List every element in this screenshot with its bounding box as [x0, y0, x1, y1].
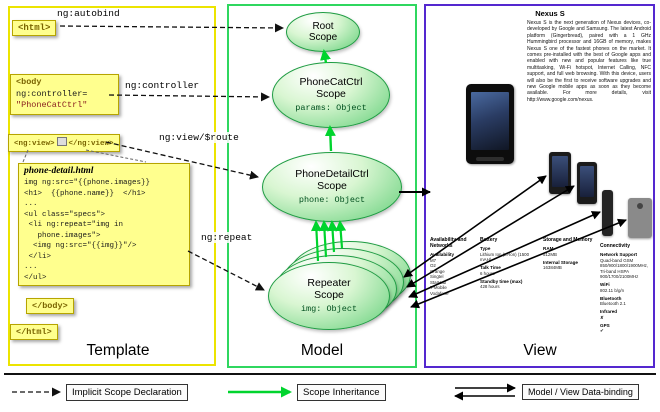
legend-separator — [4, 373, 656, 375]
code-box-html-close: </html> — [10, 324, 58, 340]
spec-header: Battery — [480, 237, 498, 243]
spec-header: Storage and Memory — [543, 237, 593, 243]
view-placeholder-icon — [56, 137, 67, 146]
ng-view-close-tag: </ng:view> — [68, 140, 114, 148]
phone-description: Nexus S is the next generation of Nexus … — [527, 20, 651, 103]
scope-repeater: Repeater Scope img: Object — [268, 262, 390, 330]
body-controller-value: "PhoneCatCtrl" — [16, 100, 88, 110]
code-line: <ul class="specs"> — [24, 210, 106, 219]
scope-root-title: Root Scope — [308, 20, 338, 43]
scope-phonecatctrl-title: PhoneCatCtrl Scope — [299, 75, 363, 100]
html-close-tag: </html> — [16, 327, 52, 337]
scope-phonedetailctrl-title: PhoneDetailCtrl Scope — [295, 167, 369, 192]
spec-value: Bluetooth 2.1 — [600, 301, 626, 307]
spec-value: 16384MB — [543, 265, 562, 271]
phone-main-image — [466, 84, 514, 164]
spec-value: ✔ — [600, 328, 604, 334]
body-open-tag: <body — [16, 77, 42, 87]
scope-root: Root Scope — [286, 12, 360, 52]
html-open-tag: <html> — [18, 23, 51, 33]
body-close-tag: </body> — [32, 301, 68, 311]
scope-phonecatctrl: PhoneCatCtrl Scope params: Object — [272, 62, 390, 128]
phone-thumbnail-4 — [628, 198, 652, 238]
spec-header: Connectivity — [600, 243, 631, 249]
phone-thumbnail-2 — [577, 162, 597, 204]
phone-page-title: Nexus S — [535, 9, 565, 18]
code-box-body-close: </body> — [26, 298, 74, 314]
code-line: ... — [24, 200, 38, 208]
spec-value: 6 hours — [480, 270, 495, 276]
body-controller-attr: ng:controller= — [16, 88, 88, 99]
spec-value: ✘ — [600, 314, 604, 320]
code-box-ng-view: <ng:view> </ng:view> — [8, 134, 120, 152]
code-line: <li ng:repeat="img in — [24, 221, 124, 229]
phone-screen — [471, 92, 509, 150]
arrow-label-ng-controller: ng:controller — [124, 80, 201, 91]
model-column-title: Model — [300, 342, 344, 359]
code-line: ... — [24, 263, 38, 271]
code-line: img ng:src="{{phone.images}} — [24, 179, 151, 187]
spec-value: Lithium Ion (Li-Ion) (1500 mAH) — [480, 251, 530, 263]
code-line: </ul> — [24, 273, 47, 282]
spec-value: 512MB — [543, 251, 557, 257]
view-column-title: View — [523, 342, 557, 359]
thumbnail-camera — [637, 203, 643, 209]
code-line: </li> — [24, 252, 52, 261]
legend-implicit-label: Implicit Scope Declaration — [66, 384, 188, 401]
arrow-label-ng-repeat: ng:repeat — [200, 232, 254, 243]
thumbnail-screen — [580, 166, 594, 197]
legend-binding-label: Model / View Data-binding — [522, 384, 639, 400]
spec-connectivity-column: Connectivity Network Support Quad-band G… — [600, 243, 652, 334]
spec-availability-column: Availability and Networks Availability M… — [430, 237, 476, 296]
spec-value: Quad-band GSM 850/900/1800/1900MHz, Tri-… — [600, 257, 649, 280]
scope-phonecatctrl-prop: params: Object — [295, 103, 367, 114]
spec-header: Availability and Networks — [430, 237, 467, 249]
thumbnail-screen — [552, 156, 568, 187]
code-box-phone-detail: phone-detail.html img ng:src="{{phone.im… — [18, 163, 190, 286]
code-line: phone.images"> — [24, 231, 101, 240]
arrow-label-ng-autobind: ng:autobind — [56, 8, 121, 19]
code-box-body-open: <body ng:controller= "PhoneCatCtrl" — [10, 74, 119, 115]
arrow-label-ng-view-route: ng:view/$route — [158, 132, 240, 143]
code-box-html-open: <html> — [12, 20, 57, 36]
phone-key-strip — [476, 157, 504, 161]
spec-label: GPS — [600, 322, 610, 328]
phone-thumbnail-1 — [549, 152, 571, 194]
spec-value: 802.11 b/g/n — [600, 287, 625, 293]
spec-storage-column: Storage and Memory RAM 512MB Internal St… — [543, 237, 596, 271]
ng-view-open-tag: <ng:view> — [14, 140, 55, 148]
phone-detail-filename: phone-detail.html — [24, 166, 94, 176]
code-line: <img ng:src="{{img}}"/> — [24, 242, 137, 250]
template-column-title: Template — [86, 342, 150, 359]
scope-phonedetailctrl: PhoneDetailCtrl Scope phone: Object — [262, 152, 402, 222]
scope-repeater-prop: img: Object — [300, 304, 358, 315]
code-line: <h1> {{phone.name}} </h1> — [24, 189, 146, 198]
spec-label: Infrared — [600, 309, 618, 315]
phone-thumbnail-3 — [602, 190, 613, 236]
spec-value: 428 hours — [480, 284, 500, 290]
legend-inheritance-label: Scope Inheritance — [297, 384, 386, 401]
scope-phonedetailctrl-prop: phone: Object — [298, 195, 366, 206]
spec-value: Vodafone — [430, 290, 449, 296]
spec-battery-column: Battery Type Lithium Ion (Li-Ion) (1500 … — [480, 237, 540, 290]
scope-repeater-title: Repeater Scope — [307, 276, 351, 301]
